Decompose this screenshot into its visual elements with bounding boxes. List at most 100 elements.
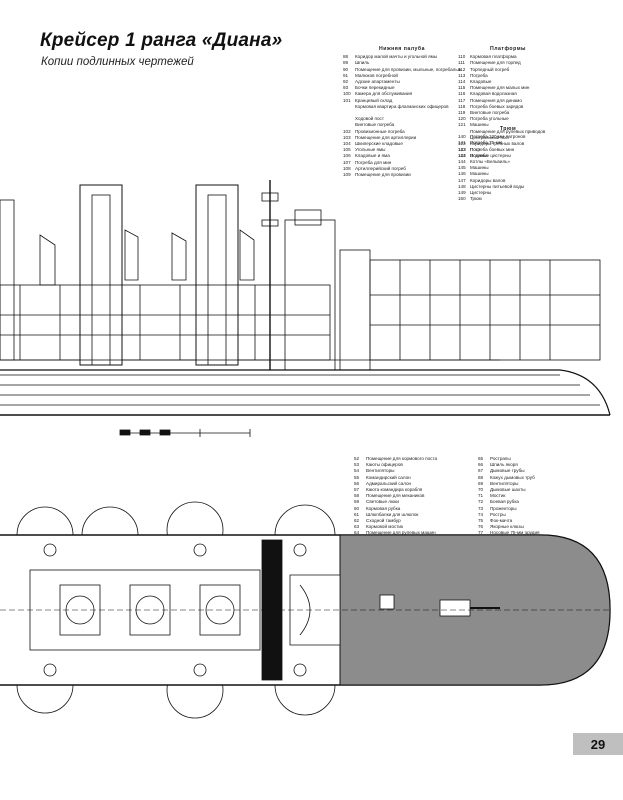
legend-row-text: Сходной тамбур bbox=[366, 518, 401, 524]
legend-row-number: 58 bbox=[354, 493, 360, 499]
legend-row-text: Фок-мачта bbox=[490, 518, 513, 524]
legend-row-text: Коридоры гребных валов bbox=[470, 141, 525, 147]
legend-row-number: 113 bbox=[458, 72, 466, 78]
legend-row-text: Цистерны питьевой воды bbox=[470, 183, 525, 189]
plan-view-drawing bbox=[0, 501, 611, 719]
legend-row-text: Шкиперские кладовые bbox=[355, 141, 403, 147]
legend-row-text: Командирский салон bbox=[366, 474, 411, 480]
legend-row-text: Угольные ямы bbox=[355, 147, 386, 153]
legend-row-text: Кладовая водолазная bbox=[470, 91, 517, 97]
legend-row-text: Помещение для провизии, мыльные, погреба… bbox=[355, 66, 461, 72]
legend-row-text: Бочки перекидные bbox=[355, 85, 395, 91]
legend-row-number: 89 bbox=[343, 60, 349, 66]
legend-row-number: 103 bbox=[343, 134, 351, 140]
legend-row-number: 75 bbox=[478, 518, 484, 524]
legend-row-number: 105 bbox=[343, 147, 351, 153]
legend-row-number: 101 bbox=[343, 97, 351, 103]
legend-row-number: 148 bbox=[458, 183, 466, 189]
legend-row-number: 91 bbox=[343, 72, 349, 78]
legend-row-text: Помещение для механиков bbox=[366, 493, 425, 499]
legend-row-text: Винтовые погреба bbox=[470, 110, 510, 116]
legend-row-number: 150 bbox=[458, 196, 466, 202]
legend-row: 60 Кормовая рубка bbox=[354, 506, 464, 512]
legend-row-text: Помещение для провизии bbox=[355, 172, 411, 178]
legend-row-number: 147 bbox=[458, 177, 466, 183]
legend-row-text: Помещение для рулевых приводов bbox=[470, 128, 546, 134]
legend-row-text: Кормовая рубка bbox=[366, 505, 401, 511]
legend-row: 93 Бочки перекидные bbox=[343, 85, 461, 91]
legend-row-number: 145 bbox=[458, 165, 466, 171]
legend-row-text: Кранцевый склад bbox=[355, 97, 393, 103]
legend-row-number: 60 bbox=[354, 505, 360, 511]
legend-row-number: 61 bbox=[354, 511, 360, 517]
legend-row: Помещение для рулевых приводов bbox=[458, 129, 558, 135]
legend-row-number: 54 bbox=[354, 468, 360, 474]
legend-row-number: 71 bbox=[478, 493, 484, 499]
legend-row: 101 Кранцевый склад bbox=[343, 98, 461, 104]
legend-row-text: Помещение для торпед bbox=[470, 60, 521, 66]
legend-row-text: Артиллерийский погреб bbox=[355, 165, 406, 171]
legend-row-number: 144 bbox=[458, 159, 466, 165]
legend-row-text: Погреба bbox=[470, 152, 488, 158]
legend-row-number: 76 bbox=[478, 524, 484, 530]
legend-row-text: Кормовая платформа bbox=[470, 54, 517, 60]
page-title: Крейсер 1 ранга «Диана» bbox=[40, 30, 283, 51]
legend-row-text: Дымовые шахты bbox=[490, 487, 526, 493]
legend-row: 58 Помещение для механиков bbox=[354, 493, 464, 499]
legend-row-number: 67 bbox=[478, 468, 484, 474]
legend-row-text: Помещение для кормового поста bbox=[366, 456, 438, 461]
legend-row-number: 121 bbox=[458, 122, 466, 128]
legend-row-number: 53 bbox=[354, 462, 360, 468]
legend-row-text: Машины bbox=[470, 165, 489, 171]
legend-row-number: 112 bbox=[458, 66, 466, 72]
legend-row-text: Винтовые погреба bbox=[355, 122, 395, 128]
legend-row-text: Погреба для мин bbox=[355, 159, 392, 165]
legend-row-text: Малюков погребной bbox=[355, 72, 398, 78]
legend-row-number: 88 bbox=[343, 54, 349, 60]
legend-row-text: Кормовой мостик bbox=[366, 524, 403, 530]
legend-row-number: 77 bbox=[478, 530, 484, 536]
legend-row-number: 149 bbox=[458, 190, 466, 196]
legend-row-number: 74 bbox=[478, 511, 484, 517]
legend-row-number: 119 bbox=[458, 110, 466, 116]
legend-row-number: 93 bbox=[343, 85, 349, 91]
legend-row-text: Кормовая квартира флагманских офицеров bbox=[355, 103, 449, 109]
legend-row-number: 68 bbox=[478, 474, 484, 480]
legend-row-number: 56 bbox=[354, 480, 360, 486]
legend-row-text: Пост bbox=[470, 147, 481, 153]
legend-row-number: 62 bbox=[354, 518, 360, 524]
legend-row-number: 108 bbox=[343, 165, 351, 171]
legend-row-number: 72 bbox=[478, 499, 484, 505]
page-subtitle: Копии подлинных чертежей bbox=[41, 56, 194, 68]
legend-row: 148 Цистерны питьевой воды bbox=[458, 184, 558, 190]
legend-row-text: Световые люки bbox=[366, 499, 399, 505]
